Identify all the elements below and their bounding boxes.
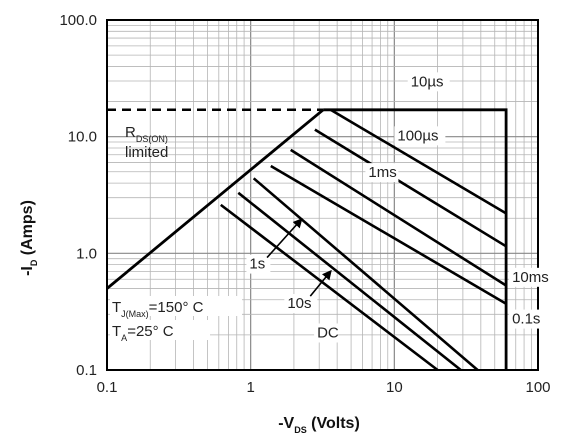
series-line-DC xyxy=(220,203,439,372)
chart-grid xyxy=(106,20,538,371)
curve-label: 1ms xyxy=(368,164,396,181)
series-line-1ms xyxy=(314,128,507,248)
leader-arrow-1s xyxy=(266,218,303,259)
x-axis-label: -VDS (Volts) xyxy=(278,415,360,435)
series-line-10s xyxy=(237,191,462,372)
curve-label: 0.1s xyxy=(512,311,540,328)
curve-label-bg xyxy=(246,254,271,274)
x-tick-label: 1 xyxy=(246,379,254,396)
series-line-01s xyxy=(270,164,507,305)
curve-label: 10ms xyxy=(512,269,549,286)
series-line-10ms xyxy=(290,148,507,287)
chart-series xyxy=(106,108,508,372)
y-tick-label: 1.0 xyxy=(76,245,97,262)
x-tick-label: 10 xyxy=(386,379,403,396)
plot-frame xyxy=(106,19,539,371)
curve-label-bg xyxy=(314,323,339,343)
leader-arrow-10s xyxy=(309,269,332,297)
rds-on-limited-label: RDS(ON) limited xyxy=(125,124,168,161)
curve-label: 10µs xyxy=(411,73,444,90)
rds-on-limited-text: limited xyxy=(125,144,168,161)
y-tick-label: 10.0 xyxy=(68,129,97,146)
rds-on-boundary-line xyxy=(106,108,325,290)
x-tick-label: 0.1 xyxy=(97,379,118,396)
ambient-temp-label: TA=25° C xyxy=(110,320,210,343)
curve-label-bg xyxy=(394,126,446,146)
series-line-100s xyxy=(329,108,507,215)
svg-text:TA=25° C: TA=25° C xyxy=(112,323,174,343)
junction-temp-label: TJ(Max)=150° C xyxy=(110,296,242,319)
curve-label-bg xyxy=(509,267,552,287)
axis-ticks: 0.1 1 10 100 0.1 1.0 10.0 100.0 xyxy=(59,12,550,396)
curve-label-bg xyxy=(365,163,399,183)
curve-label: DC xyxy=(317,324,339,341)
curve-label-bg xyxy=(509,309,552,329)
y-axis-label: -ID (Amps) xyxy=(19,200,39,276)
series-10us-line xyxy=(323,108,508,370)
svg-text:TJ(Max)=150° C: TJ(Max)=150° C xyxy=(112,299,204,319)
x-tick-label: 100 xyxy=(525,379,550,396)
curve-label-bg xyxy=(284,293,318,313)
curve-label: 1s xyxy=(249,256,265,273)
y-tick-label: 0.1 xyxy=(76,362,97,379)
svg-text:RDS(ON): RDS(ON) xyxy=(125,124,168,144)
curve-label: 10s xyxy=(287,295,311,312)
curve-label: 100µs xyxy=(397,127,438,144)
series-line-1s xyxy=(252,177,479,371)
curve-label-bg xyxy=(407,72,450,92)
y-tick-label: 100.0 xyxy=(59,12,97,29)
